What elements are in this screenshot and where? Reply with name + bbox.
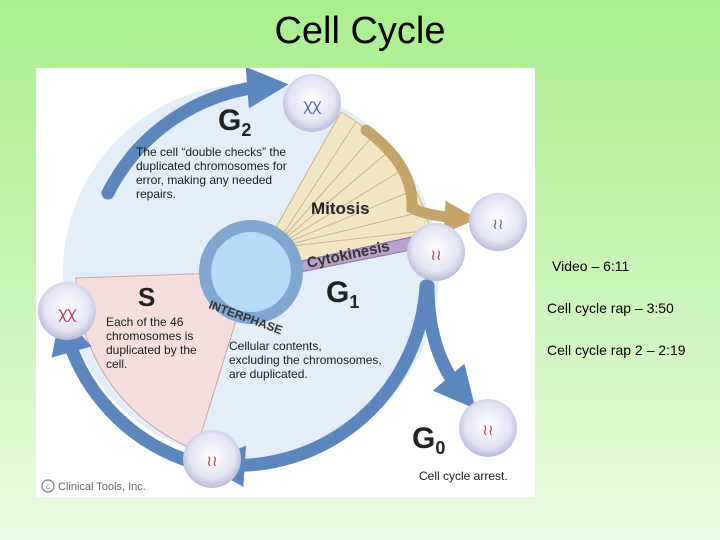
label-g1: G1 [326,276,359,312]
label-g0: G0 [412,422,445,458]
caption-s: Each of the 46 chromosomes is duplicated… [106,315,200,371]
rap-2-link[interactable]: Cell cycle rap 2 – 2:19 [547,342,686,358]
label-mitosis: Mitosis [311,199,370,218]
cell-g1: ≀≀ [407,223,465,281]
svg-text:≀≀: ≀≀ [430,246,441,264]
caption-g2: The cell “double checks” the duplicated … [136,145,290,201]
svg-text:c: c [46,482,50,491]
svg-text:≀≀: ≀≀ [482,421,493,439]
rap-link[interactable]: Cell cycle rap – 3:50 [547,300,674,316]
caption-g0: Cell cycle arrest. [419,469,508,483]
svg-text:≀≀: ≀≀ [492,215,503,233]
cell-mitosis-daughter-top: ≀≀ [469,193,527,251]
svg-text:≀≀: ≀≀ [206,452,217,470]
copyright-icon [41,479,55,493]
cell-g0: ≀≀ [459,399,517,457]
inner-nucleus [211,232,291,312]
svg-text:ꭓꭓ: ꭓꭓ [58,303,77,322]
label-g2: G2 [218,104,251,140]
caption-g1: Cellular contents, excluding the chromos… [229,339,385,381]
video-link[interactable]: Video – 6:11 [552,258,630,274]
svg-text:ꭓꭓ: ꭓꭓ [303,95,322,114]
cell-g2: ꭓꭓ [283,74,341,132]
slide-title: Cell Cycle [274,10,446,52]
cell-s: ꭓꭓ [38,282,96,340]
mitosis-arrow [360,124,478,234]
cycle-arrows [51,68,476,488]
cell-s-bottom: ≀≀ [183,430,241,488]
svg-text:Clinical Tools, Inc.: Clinical Tools, Inc. [58,481,146,493]
label-s: S [138,282,155,312]
cell-cycle-diagram: ꭓꭓ ≀≀ ≀≀ ꭓꭓ ≀≀ ≀≀ G2 G1 G0 S Mitosis Cyt… [36,68,535,497]
copyright: c Clinical Tools, Inc. [41,479,146,493]
